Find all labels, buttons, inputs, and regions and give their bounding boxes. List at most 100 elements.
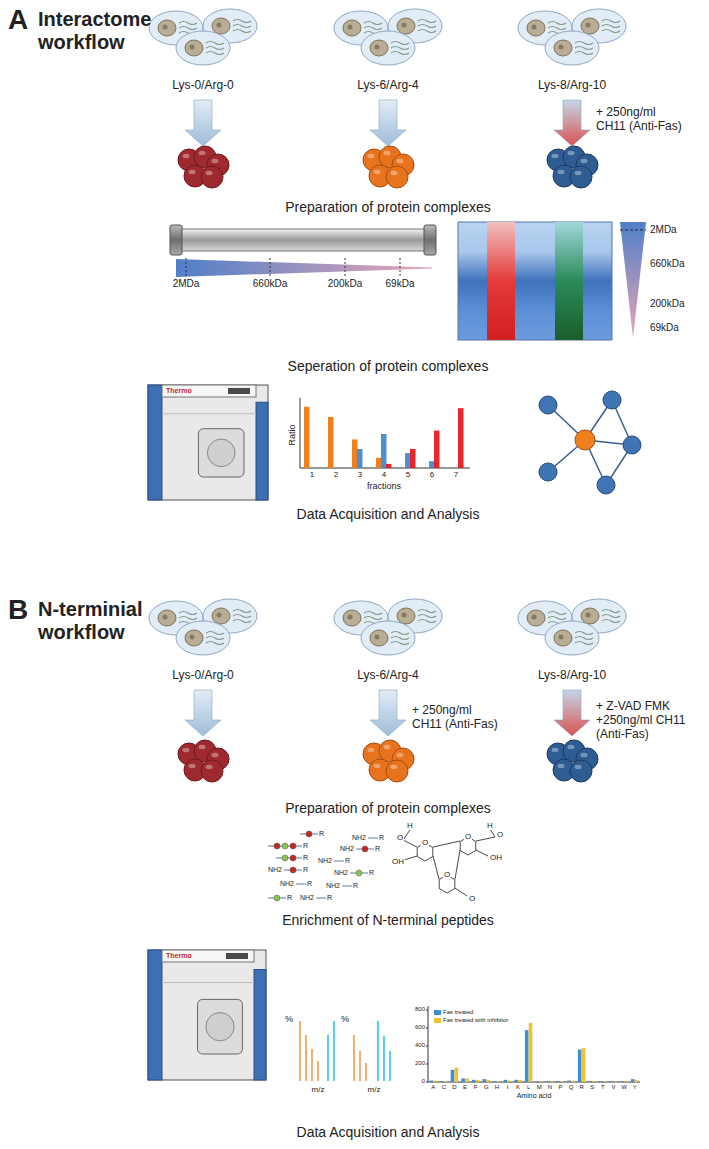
drawing-path: [490, 829, 495, 837]
chem-label: NH2: [268, 866, 282, 874]
drawing-path: [206, 632, 224, 635]
drawing-rect: [410, 449, 416, 468]
drawing-path: [418, 615, 436, 618]
drawing-polygon: [370, 690, 406, 736]
drawing-circle: [559, 45, 564, 50]
tick-label: C: [442, 1084, 446, 1091]
drawing-path: [426, 1064, 428, 1065]
drawing-polygon: [554, 100, 590, 146]
tick-label: E: [463, 1084, 467, 1091]
drawing-polygon: [176, 259, 432, 277]
tick-label: M: [537, 1084, 542, 1091]
tick-label: 4: [382, 470, 386, 479]
drawing-path: [602, 615, 620, 618]
drawing-ellipse: [552, 154, 559, 158]
chem-label: OH: [489, 853, 503, 862]
drawing-path: [575, 52, 593, 55]
cell-label: Lys-8/Arg-10: [538, 78, 606, 92]
cell-group: Lys-8/Arg-10: [497, 6, 647, 92]
tick-label: N: [548, 1084, 552, 1091]
drawing-circle: [402, 23, 407, 28]
tick-label: G: [484, 1084, 489, 1091]
drawing-rect: [610, 1081, 614, 1083]
drawing-rect: [546, 1081, 550, 1083]
drawing-ellipse: [370, 40, 388, 56]
drawing-rect: [451, 1070, 455, 1082]
drawing-path: [620, 230, 646, 231]
drawing-rect: [571, 1081, 575, 1082]
drawing-rect: [352, 439, 358, 468]
drawing-path: [368, 837, 378, 838]
drawing-circle: [290, 867, 296, 873]
drawing-rect: [376, 458, 382, 468]
drawing-path: [179, 612, 197, 615]
drawing-circle: [575, 430, 595, 450]
chem-label: NH2: [300, 894, 314, 902]
drawing-ellipse: [176, 31, 230, 65]
drawing-ellipse: [397, 753, 404, 757]
tick-label: S: [590, 1084, 594, 1091]
drawing-path: [276, 857, 302, 858]
drawing-path: [389, 1051, 391, 1081]
drawing-ellipse: [212, 608, 230, 624]
drawing-rect: [198, 999, 243, 1054]
tick-label: Q: [569, 1084, 574, 1091]
chem-label: O: [464, 832, 472, 841]
cell-label: Lys-0/Arg-0: [172, 78, 234, 92]
drawing-circle: [586, 613, 591, 618]
axis-label: %: [341, 1014, 349, 1024]
legend-swatch: [434, 1010, 441, 1015]
drawing-ellipse: [554, 40, 572, 56]
drawing-g: [361, 31, 415, 65]
drawing-polygon: [370, 100, 406, 146]
drawing-rect: [405, 453, 411, 468]
chart-legend: Fas treatedFas treated with inhibitor: [432, 1007, 510, 1025]
chem-label: H: [486, 821, 494, 830]
chem-label: O: [396, 833, 404, 842]
panel-letter: B: [8, 594, 28, 626]
drawing-path: [333, 1021, 335, 1081]
drawing-path: [602, 610, 620, 613]
chem-label: NH2: [280, 880, 294, 888]
step-caption: Seperation of protein complexes: [288, 358, 489, 374]
drawing-rect: [514, 1080, 518, 1082]
drawing-path: [575, 642, 593, 645]
drawing-path: [426, 1010, 428, 1011]
drawing-path: [548, 612, 566, 615]
drawing-ellipse: [199, 745, 206, 749]
cell-label: Lys-6/Arg-4: [357, 668, 419, 682]
drawing-rect: [550, 1081, 554, 1083]
tick-label: T: [601, 1084, 605, 1091]
scale-label: 2MDa: [650, 224, 677, 236]
scale-label: 69kDa: [386, 278, 415, 290]
drawing-ellipse: [361, 621, 415, 655]
tick-label: 400: [415, 1042, 425, 1049]
tick-label: A: [431, 1084, 435, 1091]
drawing-rect: [567, 1081, 571, 1082]
drawing-rect: [614, 1081, 618, 1083]
panel-title: Interactome workflow: [38, 8, 168, 54]
drawing-ellipse: [568, 745, 575, 749]
drawing-ellipse: [189, 170, 196, 174]
step-caption: Preparation of protein complexes: [285, 199, 490, 215]
legend-entry: Fas treated with inhibitor: [434, 1016, 508, 1024]
treatment-note: + 250ng/ml CH11 (Anti-Fas): [596, 106, 688, 134]
tick-label: I: [507, 1084, 509, 1091]
treatment-note: + Z-VAD FMK +250ng/ml CH11 (Anti-Fas): [596, 700, 688, 741]
drawing-ellipse: [575, 765, 582, 769]
tick-label: V: [611, 1084, 615, 1091]
chem-label: NH2: [326, 882, 340, 890]
drawing-path: [383, 1036, 385, 1081]
drawing-circle: [348, 25, 353, 30]
drawing-path: [400, 258, 401, 276]
drawing-path: [602, 25, 620, 28]
tick-label: W: [621, 1084, 627, 1091]
drawing-circle: [163, 615, 168, 620]
drawing-path: [353, 1035, 355, 1081]
drawing-circle: [356, 870, 362, 876]
axis-label: fractions: [367, 481, 401, 491]
step-caption: Data Acquisition and Analysis: [297, 506, 480, 522]
drawing-ellipse: [374, 764, 381, 768]
drawing-rect: [430, 1081, 434, 1082]
chem-label: NH2: [352, 834, 366, 842]
